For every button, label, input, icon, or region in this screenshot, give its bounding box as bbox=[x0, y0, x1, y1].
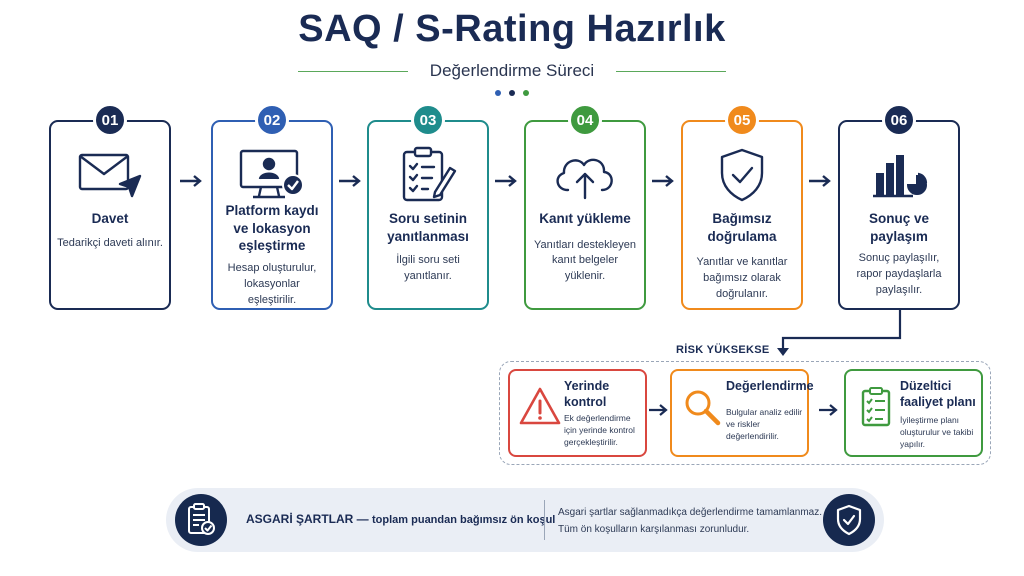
step-title: Platform kaydı ve lokasyon eşleştirme He… bbox=[219, 202, 325, 308]
risk-card-title: Değerlendirme bbox=[726, 379, 814, 393]
divider bbox=[544, 500, 545, 540]
clipboard-pen-icon bbox=[369, 146, 487, 204]
risk-card-description: Bulgular analiz edilir ve riskler değerl… bbox=[726, 407, 803, 441]
step-title: Davet Tedarikçi daveti alınır. bbox=[57, 210, 163, 251]
risk-card-title: Düzeltici faaliyet planı bbox=[900, 379, 976, 409]
monitor-user-icon bbox=[213, 146, 331, 204]
risk-label: RİSK YÜKSEKSE bbox=[676, 344, 770, 356]
risk-container bbox=[499, 361, 991, 465]
arrow-right-icon bbox=[652, 175, 674, 187]
page-subtitle: Değerlendirme Süreci bbox=[429, 61, 595, 80]
warning-icon bbox=[519, 387, 561, 425]
risk-card-description: Ek değerlendirme için yerinde kontrol ge… bbox=[564, 413, 635, 447]
step-number-badge: 01 bbox=[93, 103, 127, 137]
dot-green bbox=[523, 90, 529, 96]
step-title: Soru setinin yanıtlanması İlgili soru se… bbox=[375, 210, 481, 285]
risk-card-title: Yerinde kontrol bbox=[564, 379, 610, 409]
connector-arrow-icon bbox=[777, 310, 902, 356]
step-card-davet: 01 Davet Tedarikçi daveti alınır. bbox=[49, 103, 171, 310]
shield-check-icon bbox=[683, 146, 801, 204]
bar-pie-chart-icon bbox=[840, 146, 958, 204]
divider-left bbox=[297, 70, 408, 72]
step-description: Hesap oluşturulur, lokasyonlar eşleştiri… bbox=[227, 261, 317, 306]
risk-card-yerinde-kontrol: Yerinde kontrol Ek değerlendirme için ye… bbox=[508, 369, 647, 457]
step-card-soru-seti: 03 Soru setinin yanıtlanması İlgili soru… bbox=[367, 103, 489, 310]
clipboard-check-icon bbox=[175, 494, 227, 546]
requirements-line-1: Asgari şartlar sağlanmadıkça değerlendir… bbox=[558, 507, 823, 518]
step-title-text: Platform kaydı ve lokasyon eşleştirme bbox=[225, 203, 319, 254]
envelope-send-icon bbox=[51, 146, 169, 204]
arrow-right-icon bbox=[495, 175, 517, 187]
step-description: Yanıtları destekleyen kanıt belgeler yük… bbox=[534, 238, 636, 283]
step-description: Sonuç paylaşılır, rapor paydaşlarla payl… bbox=[856, 252, 942, 296]
arrow-right-icon bbox=[809, 175, 831, 187]
subtitle-row: Değerlendirme Süreci bbox=[0, 60, 1024, 82]
checklist-icon bbox=[861, 387, 891, 427]
magnifier-icon bbox=[685, 390, 721, 426]
requirements-text: Asgari şartlar sağlanmadıkça değerlendir… bbox=[558, 504, 828, 538]
risk-card-degerlendirme: Değerlendirme Bulgular analiz edilir ve … bbox=[670, 369, 814, 457]
arrow-right-icon bbox=[649, 404, 668, 416]
step-title-text: Davet bbox=[91, 211, 129, 226]
step-card-kanit: 04 Kanıt yükleme Yanıtları destekleyen k… bbox=[524, 103, 646, 310]
step-title-text: Kanıt yükleme bbox=[539, 211, 631, 226]
step-number-badge: 03 bbox=[411, 103, 445, 137]
requirements-line-2: Tüm ön koşulların karşılanması zorunludu… bbox=[558, 524, 750, 535]
shield-check-icon bbox=[823, 494, 875, 546]
step-title: Bağımsız doğrulama Yanıtlar ve kanıtlar … bbox=[689, 210, 795, 303]
dot-blue bbox=[495, 90, 501, 96]
step-title-text: Bağımsız doğrulama bbox=[707, 211, 777, 244]
cloud-upload-icon bbox=[526, 146, 644, 204]
step-description: Tedarikçi daveti alınır. bbox=[57, 236, 163, 249]
step-title: Sonuç ve paylaşım Sonuç paylaşılır, rapo… bbox=[846, 210, 952, 299]
step-card-platform: 02 Platform kaydı ve lokasyon eşleştirme… bbox=[211, 103, 333, 310]
step-number-badge: 06 bbox=[882, 103, 916, 137]
risk-card-duzeltici-faaliyet: Düzeltici faaliyet planı İyileştirme pla… bbox=[844, 369, 983, 457]
requirements-label-bold: ASGARİ ŞARTLAR — bbox=[246, 512, 369, 526]
step-title: Kanıt yükleme Yanıtları destekleyen kanı… bbox=[532, 210, 638, 285]
step-number-badge: 02 bbox=[255, 103, 289, 137]
step-card-sonuc: 06 Sonuç ve paylaşım Sonuç paylaşılır, r… bbox=[838, 103, 960, 310]
page-title: SAQ / S-Rating Hazırlık bbox=[298, 8, 726, 50]
dot-navy bbox=[509, 90, 515, 96]
divider-right bbox=[616, 70, 727, 72]
requirements-label-rest: toplam puandan bağımsız ön koşul bbox=[372, 514, 556, 526]
decorative-dots bbox=[0, 90, 1024, 96]
step-description: İlgili soru seti yanıtlanır. bbox=[396, 254, 460, 283]
arrow-right-icon bbox=[180, 175, 202, 187]
step-number-badge: 04 bbox=[568, 103, 602, 137]
step-title-text: Sonuç ve paylaşım bbox=[868, 211, 930, 244]
minimum-requirements-banner: ASGARİ ŞARTLAR — toplam puandan bağımsız… bbox=[166, 488, 884, 552]
risk-card-description: İyileştirme planı oluşturulur ve takibi … bbox=[900, 415, 974, 449]
arrow-right-icon bbox=[339, 175, 361, 187]
step-number-badge: 05 bbox=[725, 103, 759, 137]
step-description: Yanıtlar ve kanıtlar bağımsız olarak doğ… bbox=[696, 256, 788, 300]
arrow-right-icon bbox=[819, 404, 838, 416]
step-card-dogrulama: 05 Bağımsız doğrulama Yanıtlar ve kanıtl… bbox=[681, 103, 803, 310]
step-title-text: Soru setinin yanıtlanması bbox=[387, 211, 469, 244]
requirements-label: ASGARİ ŞARTLAR — toplam puandan bağımsız… bbox=[246, 512, 555, 526]
